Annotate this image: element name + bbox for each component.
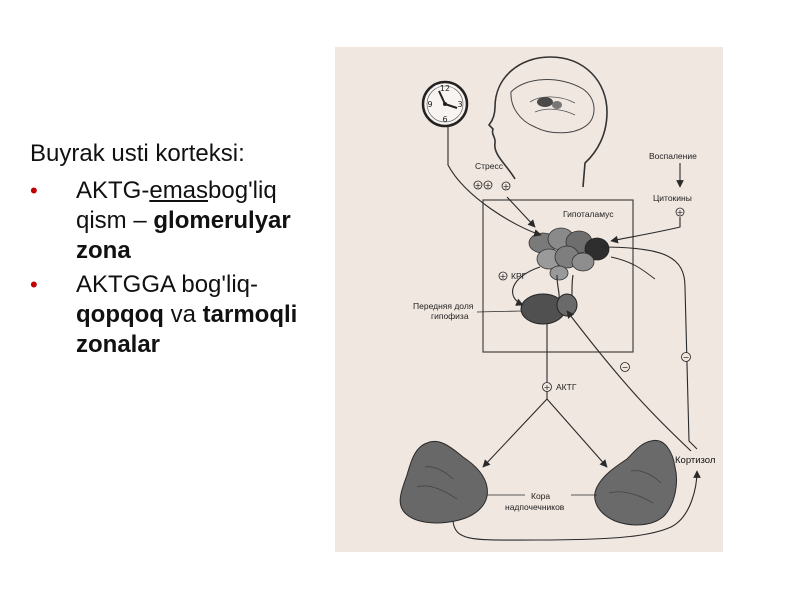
label-stress: Стресс (475, 161, 504, 171)
plus-sign-icon: + (544, 383, 551, 392)
plus-sign-icon: + (677, 208, 684, 217)
label-crh: КРГ (511, 271, 527, 281)
cytokine-plus-circle (675, 207, 685, 217)
plus-sign-icon: + (485, 181, 492, 190)
plus-sign-icon: + (475, 181, 482, 190)
bullet-2-part-1: AKTGGA bog'liq- (76, 271, 258, 298)
bullet-item-1: • AKTG-emasbog'liq qism – glomerulyar zo… (30, 176, 330, 266)
right-adrenal-gland (594, 439, 678, 526)
left-adrenal-gland (399, 441, 488, 524)
clock-numeral-12: 12 (440, 84, 450, 93)
bullet-1-bold: glomerulyar zona (76, 207, 291, 264)
bullet-1-underlined: emas (149, 177, 209, 204)
acth-plus-circle (542, 382, 552, 392)
label-cortisol: Кортизол (675, 455, 715, 466)
bullet-item-2: • AKTGGA bog'liq-qopqoq va tarmoqli zona… (30, 270, 330, 360)
label-hypothalamus: Гипоталамус (563, 209, 614, 219)
label-acth: АКТГ (556, 382, 577, 392)
bullet-2-part-3: va (163, 301, 203, 328)
clock-numeral-3: 3 (457, 100, 462, 109)
hpa-axis-diagram: 12 3 6 9 Стресс + (335, 47, 723, 552)
bullet-dot-icon: • (30, 272, 38, 297)
slide-heading: Buyrak usti korteksi: (30, 140, 245, 167)
label-anterior-pituitary-1: Передняя доля (413, 301, 474, 311)
bullet-dot-icon: • (30, 178, 38, 203)
clock-icon: 12 3 6 9 (421, 80, 469, 128)
pituitary-shape (520, 274, 578, 325)
label-adrenal-cortex-2: надпочечников (505, 502, 565, 512)
feedback-minus-circle-1 (681, 352, 691, 362)
label-adrenal-cortex-1: Кора (531, 491, 550, 501)
clock-numeral-6: 6 (442, 115, 447, 124)
label-cytokines: Цитокины (653, 193, 692, 203)
stress-plus-signs: + + + (473, 180, 511, 191)
text-block: Buyrak usti korteksi: • AKTG-emasbog'liq… (30, 138, 330, 364)
bullet-1-part-1: AKTG- (76, 177, 150, 204)
bullet-2-bold-2: tarmoqli zonalar (76, 301, 298, 358)
label-anterior-pituitary-2: гипофиза (431, 311, 469, 321)
plus-sign-icon: + (500, 272, 507, 281)
bullet-1-part-3: bog'liq qism – (76, 177, 277, 234)
minus-sign-icon: − (683, 353, 690, 362)
head-profile-icon (487, 56, 608, 188)
bullet-2-bold-1: qopqoq (76, 301, 164, 328)
crh-plus-circle (498, 271, 508, 281)
minus-sign-icon: − (622, 363, 629, 372)
feedback-minus-circle-2 (620, 362, 630, 372)
clock-numeral-9: 9 (427, 100, 432, 109)
label-inflammation: Воспаление (649, 151, 697, 161)
hypothalamus-box (482, 199, 634, 353)
plus-sign-icon: + (503, 182, 510, 191)
